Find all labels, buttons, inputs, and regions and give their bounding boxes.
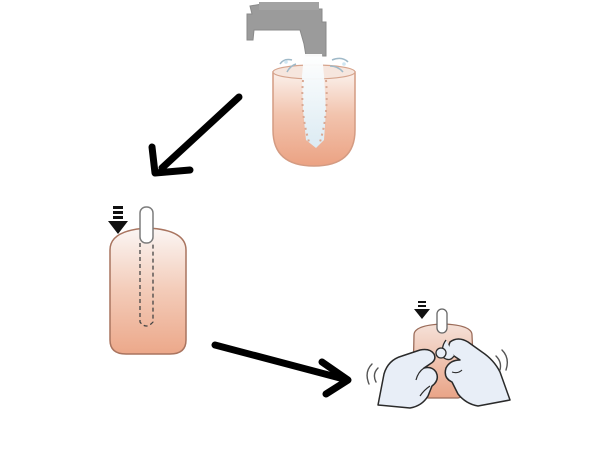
left-hand-icon [377,348,439,409]
arrow-1 [148,93,243,177]
arrow-2 [211,341,352,398]
right-hand-icon [444,338,511,407]
shake-motion-lines [366,349,509,385]
step-squeeze-and-shake [366,301,511,409]
rod-small [436,308,448,334]
faucet-handle [259,2,319,10]
rod-inside-dashed [139,243,154,327]
push-down-arrow-icon [108,206,128,234]
rod [139,206,154,244]
water-stream [302,54,326,148]
splash-left [279,58,297,73]
container-with-rod [109,227,187,355]
step-insert-rod [108,206,187,355]
splash-right [329,57,349,73]
step-fill-with-water [246,2,356,167]
faucet-icon [246,3,327,57]
push-down-arrow-small-icon [414,301,430,319]
